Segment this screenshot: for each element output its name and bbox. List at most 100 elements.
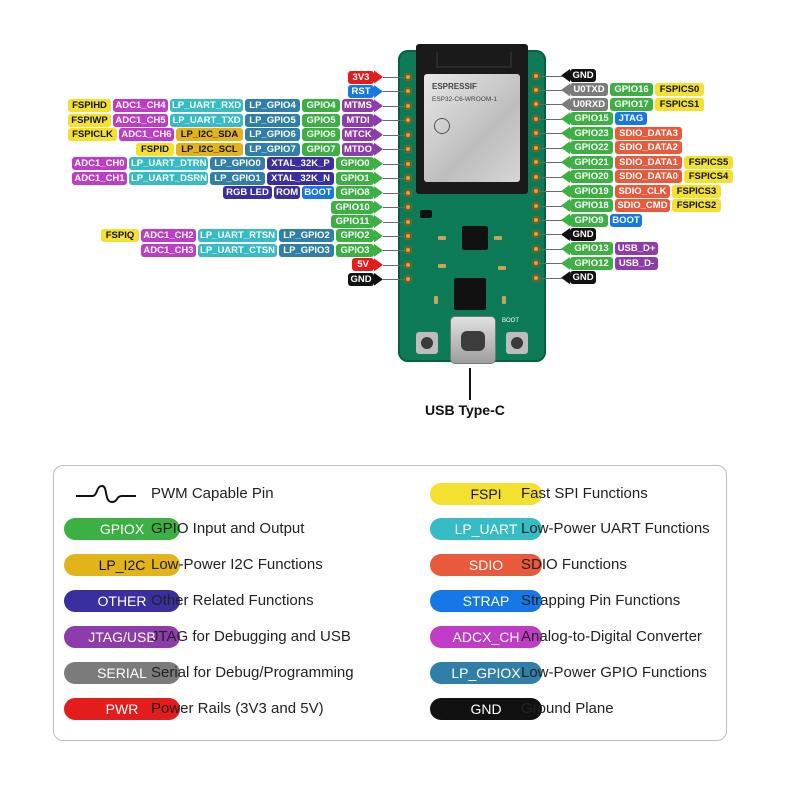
pin-label-fspi: FSPICS3	[672, 184, 721, 198]
legend-swatch-gnd: GND	[430, 698, 542, 720]
pin-pointer	[561, 141, 570, 155]
pin-label-jtag: MTDI	[342, 113, 374, 127]
pin-label-pwr: 3V3	[348, 70, 374, 84]
legend-description: Serial for Debug/Programming	[151, 664, 354, 681]
pin-pointer	[561, 112, 570, 126]
pin-label-gpio: GPIO23	[570, 126, 613, 140]
pin-wire	[383, 91, 405, 93]
left-header-pin	[404, 116, 412, 125]
pin-pointer	[561, 227, 570, 241]
pin-wire	[383, 163, 405, 165]
pin-label-lp_uart: LP_UART_RXD	[170, 99, 243, 113]
legend-swatch-gpio: GPIOX	[64, 518, 180, 540]
pin-pointer	[561, 69, 570, 82]
pin-label-sdio: SDIO_DATA1	[615, 155, 682, 169]
smd-part	[438, 236, 446, 240]
left-header-pin	[404, 203, 412, 212]
left-header-pin	[404, 188, 412, 197]
pin-label-fspi: FSPIHD	[68, 99, 111, 113]
pin-label-adc: ADC1_CH6	[119, 128, 174, 142]
right-header-pin	[532, 273, 540, 282]
legend-description: Low-Power UART Functions	[521, 520, 710, 537]
pwm-wave-icon	[76, 484, 136, 504]
legend-description: Strapping Pin Functions	[521, 592, 681, 609]
pin-label-serial: U0TXD	[570, 83, 608, 97]
pin-label-gpio: GPIO7	[302, 142, 340, 156]
pin-label-fspi: FSPICS4	[684, 170, 733, 184]
pin-label-serial: U0RXD	[570, 97, 608, 111]
wifi-module: ESPRESSIF ESP32-C6-WROOM-1	[416, 44, 528, 194]
right-header-pin	[532, 114, 540, 123]
pin-wire	[383, 149, 405, 151]
pin-wire	[540, 234, 562, 236]
left-header-pin	[404, 174, 412, 183]
legend-description: PWM Capable Pin	[151, 485, 274, 502]
pin-label-gpio: GPIO19	[570, 184, 613, 198]
right-header-pin	[532, 187, 540, 196]
pin-wire	[540, 75, 562, 77]
pin-label-lp_uart: LP_UART_TXD	[170, 113, 243, 127]
legend-description: JTAG for Debugging and USB	[151, 628, 351, 645]
legend-swatch-fspi: FSPI	[430, 483, 542, 505]
reset-button[interactable]	[416, 332, 438, 354]
pin-label-gpio: GPIO22	[570, 141, 613, 155]
pin-label-lp_uart: LP_UART_DSRN	[129, 171, 208, 185]
pin-label-adc: ADC1_CH1	[72, 171, 127, 185]
pin-label-sdio: SDIO_CMD	[615, 199, 670, 213]
pin-wire	[383, 221, 405, 223]
pin-label-gpio: GPIO20	[570, 170, 613, 184]
pin-label-sdio: SDIO_DATA2	[615, 141, 682, 155]
pin-label-lp_gpio: LP_GPIO7	[245, 142, 300, 156]
pin-wire	[383, 264, 405, 266]
pin-label-lp_gpio: LP_GPIO6	[245, 128, 300, 142]
pin-pointer	[374, 142, 383, 156]
pin-wire	[540, 176, 562, 178]
boot-button[interactable]	[506, 332, 528, 354]
pin-label-gnd: GND	[348, 272, 374, 286]
pin-label-adc: ADC1_CH0	[72, 157, 127, 171]
legend-description: Fast SPI Functions	[521, 485, 648, 502]
pin-label-adc: ADC1_CH2	[141, 229, 196, 243]
right-header-pin	[532, 259, 540, 268]
pin-label-gpio: GPIO10	[331, 200, 374, 214]
smd-part	[502, 296, 506, 304]
legend-swatch-other: OTHER	[64, 590, 180, 612]
pin-label-gpio: GPIO11	[331, 215, 374, 228]
pin-label-fspi: FSPICS2	[672, 199, 721, 213]
pin-label-strap: RST	[348, 84, 374, 98]
pin-wire	[540, 191, 562, 193]
pin-wire	[383, 235, 405, 237]
pin-wire	[540, 89, 562, 91]
pin-label-other: RGB LED	[223, 186, 272, 200]
pin-label-lp_i2c: LP_I2C_SDA	[176, 128, 243, 142]
pin-pointer	[561, 83, 570, 97]
pin-label-gpio: GPIO17	[610, 97, 653, 111]
legend-swatch-lp_gpio: LP_GPIOX	[430, 662, 542, 684]
usb-bridge-chip	[454, 278, 486, 310]
pin-wire	[540, 162, 562, 164]
pin-label-gpio: GPIO1	[336, 171, 374, 185]
pin-pointer	[374, 200, 383, 214]
pin-label-fspi: FSPICS5	[684, 155, 733, 169]
smd-part	[438, 264, 446, 268]
pin-label-lp_uart: LP_UART_RTSN	[198, 229, 277, 243]
pin-pointer	[374, 186, 383, 200]
pin-label-strap: BOOT	[302, 186, 334, 200]
left-header-pin	[404, 260, 412, 269]
pin-pointer	[561, 184, 570, 198]
legend-description: Low-Power I2C Functions	[151, 556, 323, 573]
pin-wire	[540, 277, 562, 279]
pin-label-lp_gpio: LP_GPIO2	[279, 229, 334, 243]
pin-wire	[383, 207, 405, 209]
legend-swatch-jtag: JTAG/USB	[64, 626, 180, 648]
left-header-pin	[404, 87, 412, 96]
certification-icon	[434, 118, 450, 134]
right-header-pin	[532, 71, 540, 80]
pin-wire	[383, 77, 405, 78]
pin-label-gpio: GPIO21	[570, 155, 613, 169]
pin-wire	[383, 279, 405, 281]
pin-label-gpio: GPIO4	[302, 99, 340, 113]
pin-pointer	[374, 215, 383, 228]
legend-swatch-sdio: SDIO	[430, 554, 542, 576]
usb-c-port[interactable]	[450, 316, 496, 364]
